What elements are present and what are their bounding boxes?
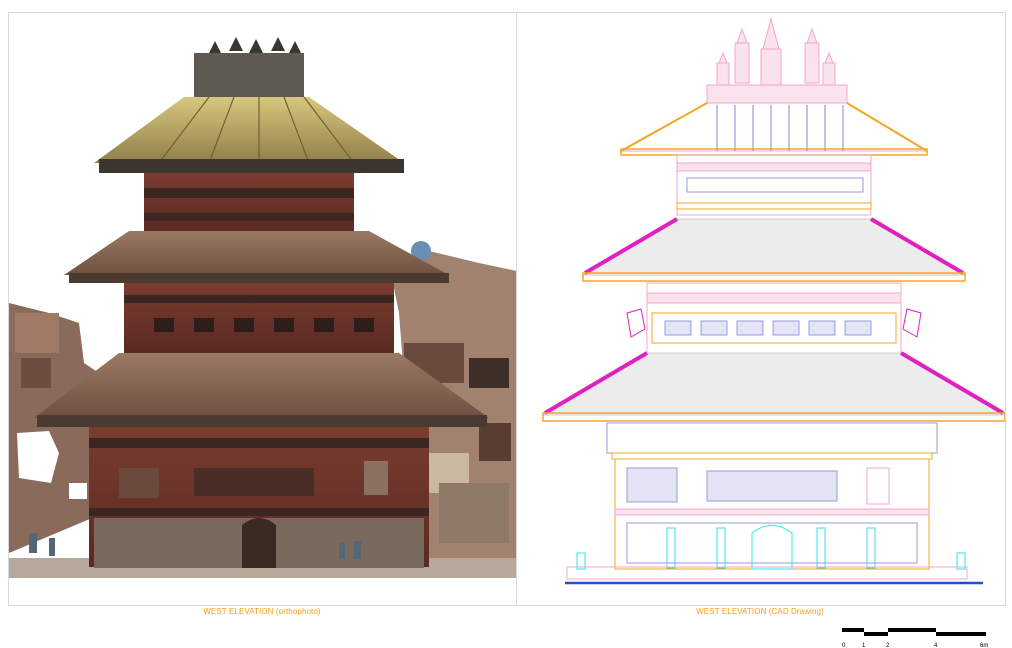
orthophoto-caption: WEST ELEVATION (orthophoto) (203, 607, 321, 616)
cad-ground-tier (566, 422, 968, 580)
scale-tick-label: 6m (980, 643, 988, 648)
scale-bar: 0 1 2 4 6m (840, 626, 996, 648)
scale-tick-label: 0 (842, 643, 846, 648)
scale-segment (888, 628, 936, 632)
orthophoto-image (9, 37, 517, 578)
scale-segment (842, 628, 864, 632)
cad-finials (706, 17, 848, 104)
cad-drawing-caption: WEST ELEVATION (CAD Drawing) (696, 607, 824, 616)
middle-roof (64, 231, 449, 275)
cad-middle-roof (581, 217, 967, 282)
cad-top-roof (619, 102, 929, 156)
orthophoto-panel (8, 12, 518, 606)
cad-lower-roof (541, 351, 1005, 422)
lower-roof (34, 353, 489, 418)
finial-cluster (194, 53, 304, 97)
cad-elevation-drawing (541, 17, 1005, 585)
scale-segment (864, 632, 888, 636)
scale-tick-label: 4 (934, 643, 938, 648)
cad-drawing-panel (516, 12, 1006, 606)
scale-tick-label: 1 (862, 643, 866, 648)
scale-tick-label: 2 (886, 643, 890, 648)
top-roof (94, 97, 404, 163)
upper-tier-wall (144, 173, 354, 233)
cad-middle-tier (626, 282, 922, 354)
cad-upper-tier (676, 154, 872, 216)
temple-doorway (242, 518, 276, 568)
scale-segment (936, 632, 986, 636)
